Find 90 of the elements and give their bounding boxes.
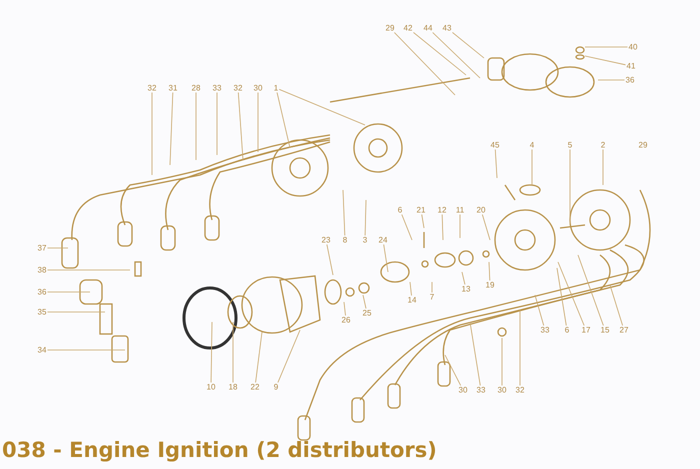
leader-line [276, 92, 290, 148]
leader-line [216, 92, 218, 156]
callout-number: 6 [564, 326, 570, 334]
callout-number: 13 [460, 284, 472, 294]
leader-line [232, 322, 234, 383]
callout-number: 12 [436, 206, 448, 214]
leader-line [444, 354, 462, 386]
leader-line [210, 322, 212, 383]
leader-line [494, 149, 498, 178]
callout-number: 18 [228, 382, 238, 392]
leader-line [255, 332, 262, 383]
callout-number: 3 [362, 236, 368, 244]
callout-number: 19 [484, 280, 496, 290]
callout-number: 25 [362, 308, 372, 318]
callout-number: 5 [566, 140, 574, 150]
leader-line [488, 262, 490, 281]
leader-line [556, 268, 567, 326]
callout-number: 32 [232, 84, 244, 92]
callout-number: 10 [206, 382, 216, 392]
callout-number: 30 [252, 84, 264, 92]
callout-number: 22 [250, 382, 260, 392]
leader-line [558, 262, 585, 326]
callout-number: 36 [36, 288, 48, 296]
callout-number: 35 [36, 308, 48, 316]
leader-line [344, 302, 346, 316]
callout-number: 27 [618, 326, 630, 334]
callout-number: 36 [624, 76, 636, 84]
callout-number: 8 [342, 236, 348, 244]
callout-number: 42 [402, 24, 414, 32]
leader-line [170, 92, 174, 166]
leader-line [432, 32, 480, 78]
callout-number: 4 [528, 140, 536, 150]
leader-line [602, 149, 604, 186]
callout-number: 40 [628, 42, 638, 52]
leader-line [401, 214, 412, 240]
callout-number: 14 [406, 296, 418, 304]
callout-number: 15 [600, 326, 610, 334]
callout-number: 33 [476, 386, 486, 394]
callout-number: 6 [396, 206, 404, 214]
leader-line [278, 330, 300, 383]
callout-number: 29 [638, 140, 648, 150]
callout-number: 23 [320, 236, 332, 244]
callout-number: 21 [416, 206, 426, 214]
callout-number: 11 [454, 206, 466, 214]
callout-number: 26 [340, 316, 352, 324]
callout-number: 33 [212, 84, 222, 92]
callout-number: 24 [378, 236, 388, 244]
callout-number: 32 [146, 84, 158, 92]
callout-number: 38 [36, 266, 48, 274]
leader-line [482, 214, 490, 240]
leader-line [421, 214, 424, 228]
leader-line [584, 46, 628, 48]
leader-line [584, 56, 626, 66]
callout-number: 9 [272, 382, 280, 392]
callout-number: 32 [514, 386, 526, 394]
callout-number: 28 [190, 84, 202, 92]
leader-line [413, 32, 466, 76]
callout-number: 1 [272, 84, 280, 92]
leader-line [578, 254, 604, 326]
callout-number: 30 [458, 386, 468, 394]
callout-number: 45 [490, 140, 500, 150]
callout-number: 17 [580, 326, 592, 334]
callout-number: 37 [36, 244, 48, 252]
callout-number: 31 [168, 84, 178, 92]
callout-number: 34 [36, 346, 48, 354]
leader-line [342, 190, 346, 236]
callout-number: 7 [428, 292, 436, 302]
leader-line [326, 244, 334, 276]
callout-number: 20 [476, 206, 486, 214]
callout-number: 44 [422, 24, 434, 32]
leader-line [364, 200, 366, 236]
callout-number: 30 [496, 386, 508, 394]
leader-line [394, 32, 456, 96]
leader-line [278, 88, 366, 126]
callout-number: 2 [600, 140, 606, 150]
callout-number: 33 [540, 326, 550, 334]
caption: 038 - Engine Ignition (2 distributors) [2, 438, 437, 462]
callout-number: 29 [384, 24, 396, 32]
leader-line [610, 284, 623, 326]
leader-line [534, 294, 544, 326]
callout-number: 41 [626, 62, 636, 70]
leader-line [470, 322, 481, 386]
leader-line [383, 244, 388, 272]
leader-line [442, 214, 444, 240]
callout-number: 43 [442, 24, 452, 32]
leader-line [238, 92, 244, 160]
leader-line [362, 294, 366, 309]
leader-line [462, 272, 466, 285]
leader-line [452, 32, 484, 58]
leader-line [410, 282, 412, 296]
